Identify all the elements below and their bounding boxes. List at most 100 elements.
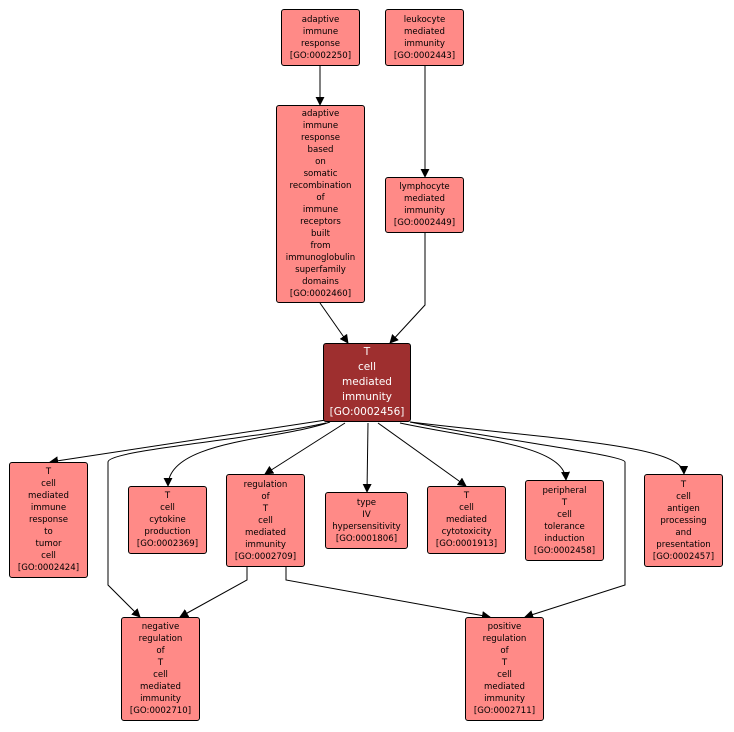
node-label-line: mediated [342,376,392,388]
node-label-line: [GO:0002710] [129,706,192,716]
edge-0002456-to-0002711 [409,421,626,619]
node-label-line: adaptive [301,14,340,25]
node-label-line: T [561,497,568,508]
node-label-line: type [356,497,377,508]
edge-0002456-to-0002457 [409,421,689,475]
node-label-line: tolerance [544,521,585,532]
node-label-line: T [164,491,171,501]
node-label-line: mediated [140,682,181,692]
node-label-line: immune [302,205,339,215]
node-label-line: superfamily [295,265,346,275]
node-label-line: [GO:0001806] [335,533,398,544]
node-label-line: receptors [300,217,341,227]
node-label-line: T [363,346,371,358]
node-label-line: [GO:0002711] [473,706,536,716]
node-label-line: IV [362,509,371,520]
edge-0002456-to-0002709 [264,422,346,475]
node-label-line: mediated [446,515,487,525]
node-label-line: [GO:0002250] [289,50,352,61]
node-label-line: mediated [245,527,286,538]
node-label-line: processing [660,515,707,526]
node-label-line: and [675,527,692,538]
node-label-line: response [300,133,341,143]
node-label-line: of [156,646,165,656]
node-label-line: cell [676,491,691,502]
node-label-line: T [680,479,687,490]
node-label-line: [GO:0002449] [393,218,456,228]
node-label-line: cytokine [149,515,186,525]
node-label-line: peripheral [542,485,587,496]
node-label-line: antigen [667,503,700,514]
node-label-line: immunity [245,539,286,550]
node-label-line: presentation [656,539,711,550]
edge-0002456-to-0002369 [163,421,331,487]
node-label-line: cell [41,479,56,489]
node-label-line: cell [459,503,474,513]
node-label-line: somatic [303,169,338,179]
node-label-line: from [310,241,331,251]
node-label-line: of [261,491,270,502]
node-label-line: hypersensitivity [332,521,401,532]
node-label-line: cell [357,361,377,373]
node-label-line: of [316,193,325,203]
edge-0002460-to-0002456 [319,302,349,344]
edge-0002456-to-0002458 [399,422,571,481]
node-label-line: regulation [243,479,288,490]
node-label-line: [GO:0002424] [17,563,80,573]
node-label-line: T [463,491,470,501]
node-label-line: immune [302,121,339,131]
edge-0002456-to-0002424 [49,419,327,466]
node-label-line: [GO:0002443] [393,50,456,61]
node-label-line: based [307,145,334,155]
node-label-line: recombination [289,181,352,191]
node-label-line: [GO:0002458] [533,545,596,556]
node-label-line: response [300,38,341,49]
node-label-line: response [28,515,69,525]
node-label-line: mediated [404,26,445,37]
node-label-line: T [157,658,164,668]
node-label-line: [GO:0002457] [652,551,715,562]
node-label-line: immunity [342,391,392,403]
edge-0002709-to-0002711 [285,567,491,620]
node-label-line: production [144,527,191,537]
node-label-line: cell [497,670,512,680]
node-label-line: cell [160,503,175,513]
edge-0002456-to-0001913 [377,422,467,487]
node-label-line: positive [487,622,522,632]
node-label-line: cytotoxicity [441,527,492,537]
node-label-line: mediated [404,194,445,204]
node-label-line: leukocyte [403,14,446,25]
node-label-line: negative [141,622,180,632]
node-label-line: mediated [28,491,69,501]
node-label-line: of [500,646,509,656]
edge-0002709-to-0002710 [179,567,248,618]
node-label-line: T [501,658,508,668]
node-label-line: tumor [35,539,62,549]
node-label-line: mediated [484,682,525,692]
